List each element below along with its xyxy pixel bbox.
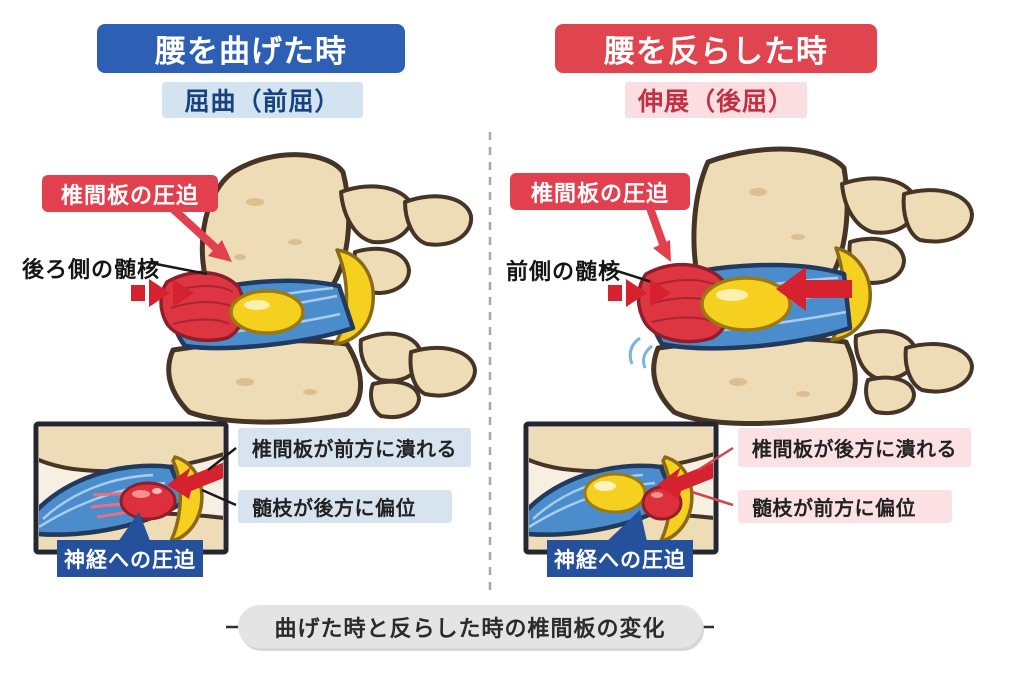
nerve-compression-bubble-left: 神経への圧迫 <box>57 540 203 577</box>
vertebra-top <box>199 152 474 311</box>
bubble-pointer-right <box>602 510 648 546</box>
extension-front-arrow-icon <box>608 279 671 307</box>
nucleus-icon <box>583 472 647 514</box>
disc-compression-arrow-right-icon <box>646 206 671 262</box>
disc-compression-label-right: 椎間板の圧迫 <box>510 173 690 210</box>
displaced-nucleus-icon <box>119 481 177 521</box>
inset-arrow-icon <box>167 461 223 499</box>
bubble-pointer-left <box>115 512 152 546</box>
inset-note-right-2: 髄枝が前方に偏位 <box>738 490 952 523</box>
footer-caption: 曲げた時と反らした時の椎間板の変化 <box>238 605 702 648</box>
nucleus-label-left: 後ろ側の髄核 <box>22 257 161 282</box>
inset-note-right-1: 椎間板が後方に潰れる <box>738 428 971 467</box>
inset-connector-line <box>697 446 734 472</box>
right-title-badge: 腰を反らした時 <box>555 24 877 73</box>
left-title-badge: 腰を曲げた時 <box>97 24 405 73</box>
left-subtitle-badge: 屈曲（前屈） <box>162 82 363 118</box>
nucleus-label-right: 前側の髄核 <box>506 259 622 284</box>
nucleus-pulposus <box>229 289 305 335</box>
inset-note-left-2: 髄枝が後方に偏位 <box>238 490 452 523</box>
spine-illustration-right <box>628 146 974 427</box>
nucleus-pulposus <box>700 276 792 332</box>
right-subtitle-badge: 伸展（後屈） <box>625 82 807 118</box>
nerve-compression-bubble-right: 神経への圧迫 <box>547 540 693 577</box>
inset-connector-line <box>207 447 237 471</box>
motion-marks-icon <box>628 336 653 369</box>
disc-compression-label-left: 椎間板の圧迫 <box>42 175 218 212</box>
pointer-line <box>150 261 208 276</box>
extension-force-arrow-icon <box>776 267 852 311</box>
inset-connector-line <box>201 488 237 507</box>
inset-connector-line <box>691 490 734 507</box>
flexion-force-arrow-icon <box>131 279 194 307</box>
inset-note-left-1: 椎間板が前方に潰れる <box>238 428 471 467</box>
inset-arrow-icon <box>657 461 713 499</box>
pointer-line <box>600 264 653 284</box>
disc-compression-arrow-left-icon <box>169 205 232 262</box>
spine-illustration-left <box>159 152 477 425</box>
